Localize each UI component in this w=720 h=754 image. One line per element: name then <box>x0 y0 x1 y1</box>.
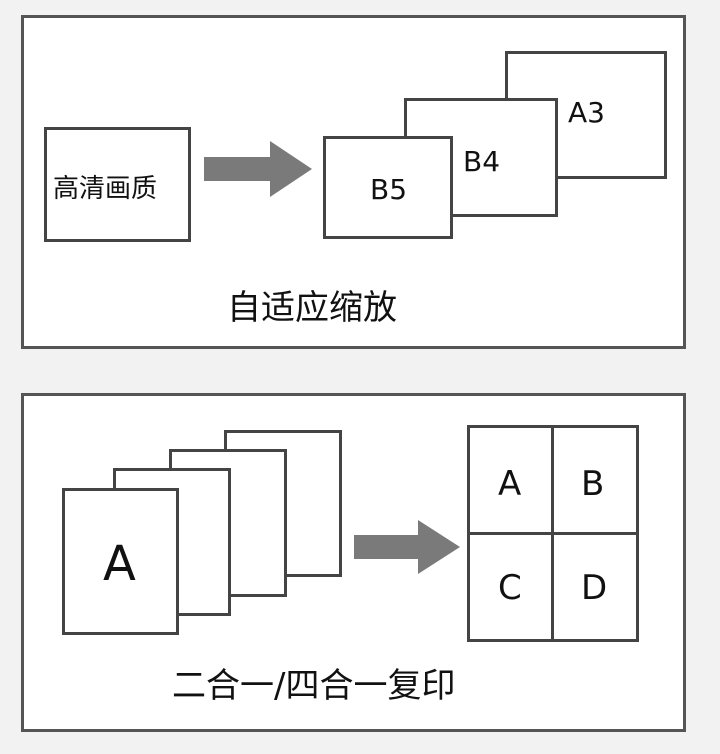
n-up-copy-panel: D C B A A B C D 二合一/四合一复印 <box>21 393 686 732</box>
grid-cell-c: C <box>498 568 522 608</box>
adaptive-scaling-panel: 高清画质 A3 B4 B5 自适应缩放 <box>21 15 686 349</box>
arrow-right-icon <box>354 520 460 574</box>
grid-divider-h <box>470 532 636 535</box>
paper-b5-label: B5 <box>370 173 408 206</box>
n-up-copy-caption: 二合一/四合一复印 <box>172 666 456 706</box>
page-a-label: A <box>103 536 136 592</box>
grid-cell-b: B <box>581 464 605 504</box>
four-up-grid: A B C D <box>467 425 639 642</box>
arrow-right-icon <box>204 141 312 197</box>
grid-cell-a: A <box>498 464 522 504</box>
grid-cell-d: D <box>581 568 608 608</box>
adaptive-scaling-caption: 自适应缩放 <box>227 288 397 328</box>
hd-quality-label: 高清画质 <box>53 174 158 204</box>
paper-b4: B4 <box>404 98 558 217</box>
paper-b5: B5 <box>323 136 453 239</box>
paper-b4-label: B4 <box>463 145 501 178</box>
hd-quality-box: 高清画质 <box>44 127 191 242</box>
page-a: A <box>62 488 179 635</box>
paper-a3-label: A3 <box>568 96 605 129</box>
